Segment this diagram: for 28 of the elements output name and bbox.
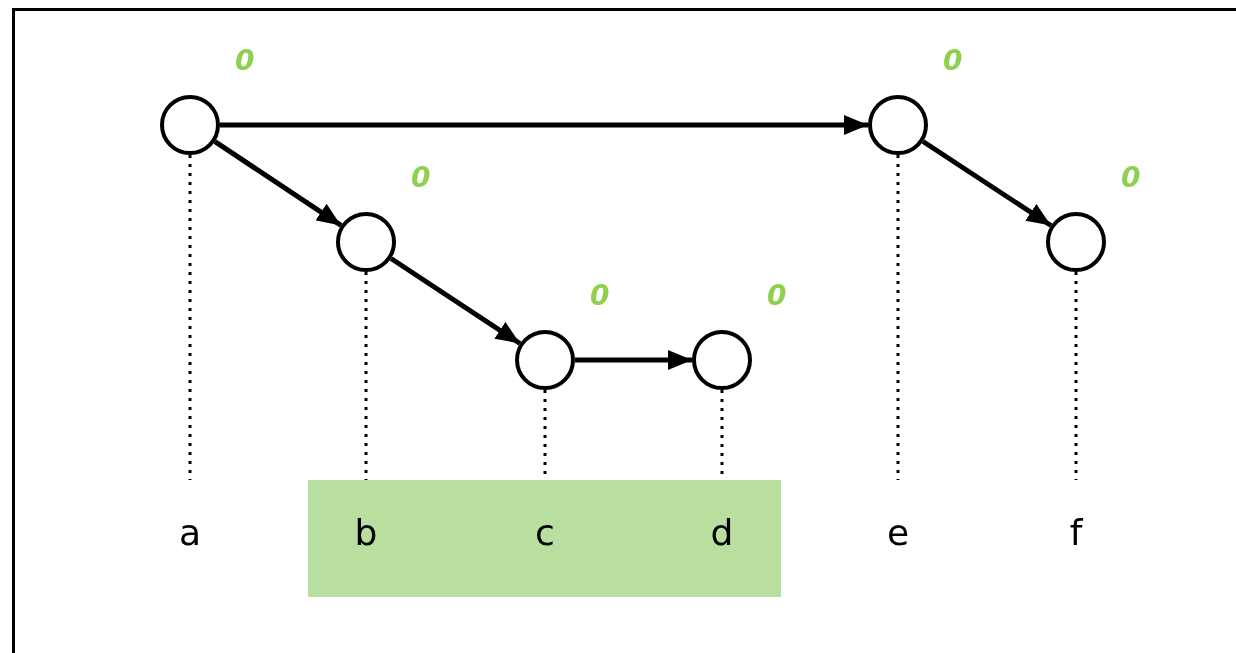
arrow	[921, 139, 1053, 228]
letter-label: f	[1054, 480, 1098, 586]
arrow	[213, 139, 343, 228]
circle-node	[515, 330, 575, 390]
dotted-line	[1074, 272, 1078, 480]
letter-label: c	[523, 480, 567, 586]
weight-label: 0	[943, 47, 963, 75]
letter-label: b	[344, 480, 388, 586]
arrow	[575, 350, 692, 370]
dotted-line	[188, 155, 192, 480]
weight-label: 0	[1121, 164, 1141, 192]
circle-node	[1046, 212, 1106, 272]
letter-label: d	[700, 480, 744, 586]
letter-label: a	[168, 480, 212, 586]
circle-node	[868, 95, 928, 155]
circle-node	[160, 95, 220, 155]
weight-label: 0	[767, 282, 787, 310]
dotted-line	[364, 272, 368, 480]
weight-label: 0	[235, 47, 255, 75]
circle-node	[336, 212, 396, 272]
highlight-band	[308, 480, 781, 597]
weight-label: 0	[590, 282, 610, 310]
weight-label: 0	[411, 164, 431, 192]
circle-node	[692, 330, 752, 390]
dotted-line	[896, 155, 900, 480]
letter-label: e	[876, 480, 920, 586]
arrow	[220, 115, 868, 135]
arrow	[389, 256, 522, 346]
